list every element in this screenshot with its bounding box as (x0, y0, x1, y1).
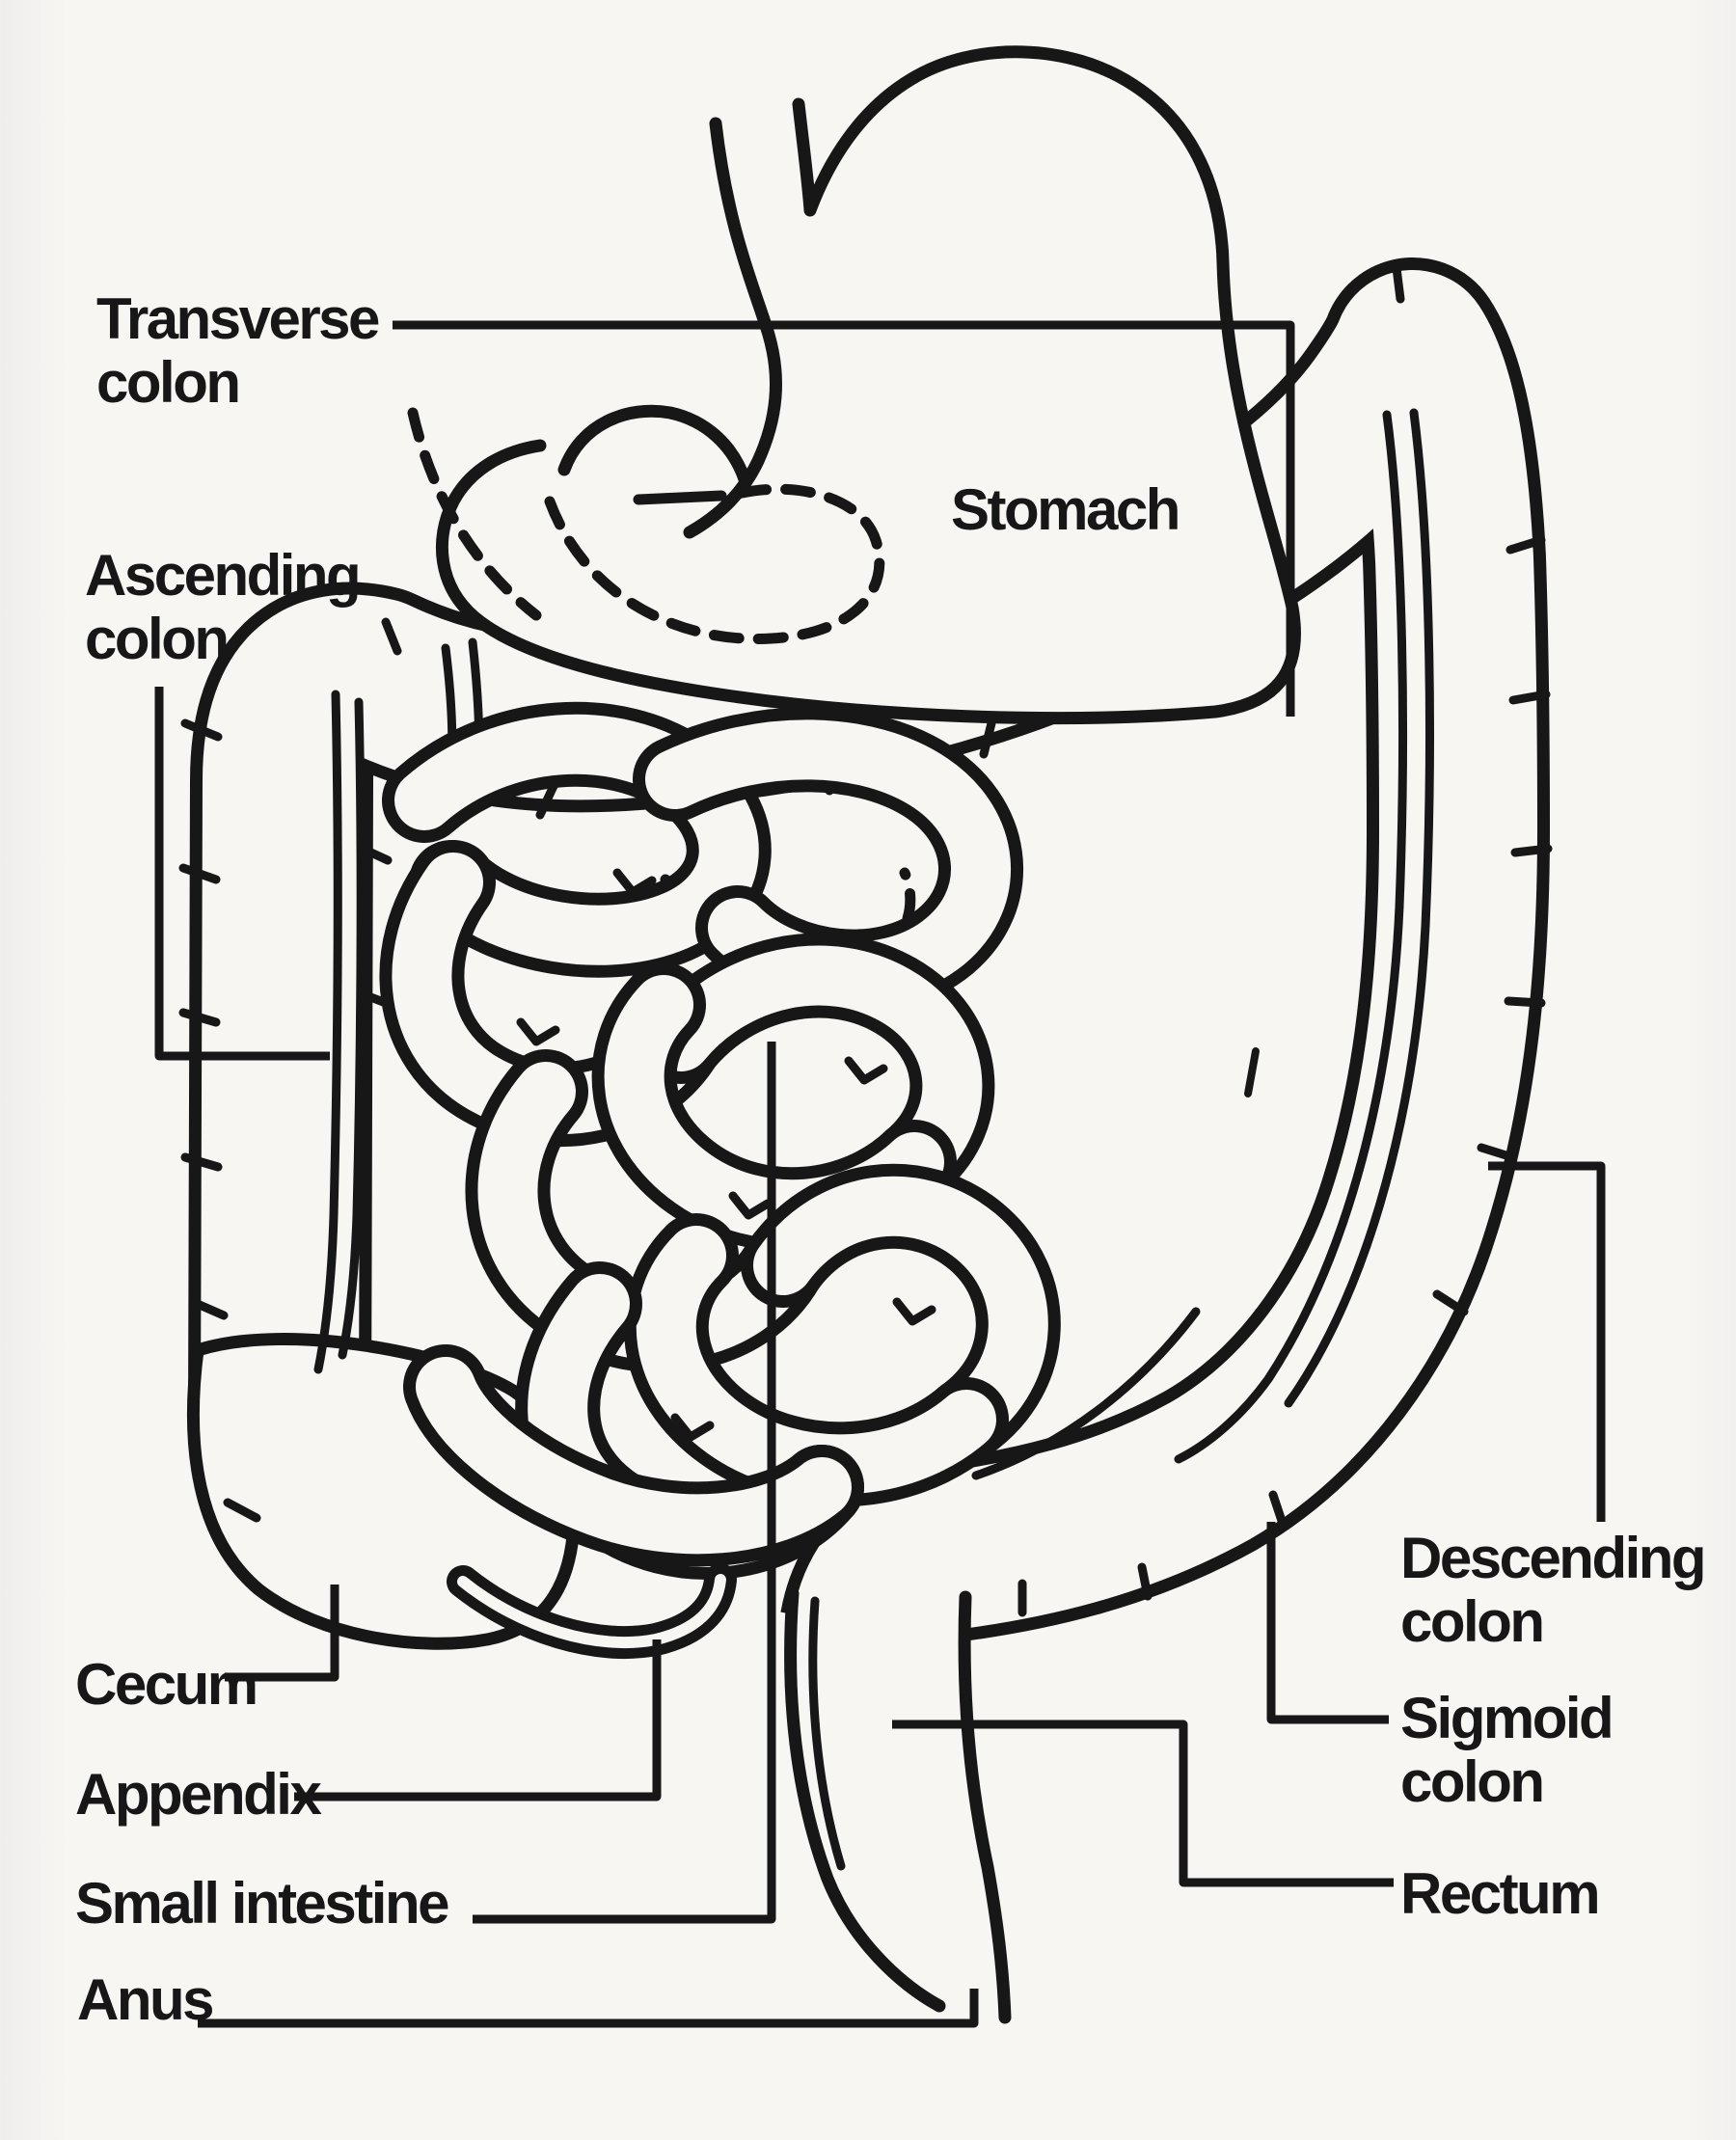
leader-descending-colon (1488, 1161, 1606, 1522)
pylorus-hook (557, 404, 751, 486)
duodenum-dashed-loop (544, 483, 885, 644)
sigmoid-colon-inner-line (971, 1307, 1201, 1480)
label-small-intestine: Small intestine (75, 1871, 449, 1936)
leader-ascending-colon (154, 687, 330, 1061)
intestine-fold-ticks (516, 868, 936, 1442)
leader-transverse-colon (393, 320, 1295, 717)
leader-anus (198, 1989, 979, 2028)
ascending-colon-taenia-line (313, 690, 342, 1374)
descending-colon-dash-detail (1244, 1047, 1260, 1097)
rectum-left-wall (784, 1586, 946, 2013)
leader-rectum (892, 1720, 1394, 1887)
stomach-body (442, 51, 1295, 718)
leader-cecum (225, 1585, 339, 1682)
descending-colon-taenia-line-2 (1284, 408, 1434, 1408)
label-anus: Anus (77, 1967, 215, 2032)
label-appendix: Appendix (75, 1762, 322, 1827)
rectum-right-wall (958, 1590, 1012, 2024)
small-intestine-coils (379, 701, 1061, 1580)
leader-sigmoid-colon (1266, 1522, 1389, 1724)
label-rectum: Rectum (1400, 1861, 1601, 1926)
esophagus-stomach-outline (436, 45, 1301, 725)
label-transverse-colon: Transverse colon (96, 286, 380, 415)
label-cecum: Cecum (75, 1652, 258, 1717)
label-sigmoid-colon: Sigmoid colon (1400, 1686, 1614, 1814)
rectum-inner-line (808, 1596, 846, 1871)
label-descending-colon: Descending colon (1400, 1526, 1707, 1654)
appendix-tube-interior (457, 1574, 726, 1648)
leader-small-intestine (473, 1042, 776, 1924)
esophagus-left-line (683, 117, 782, 539)
leader-lines (154, 320, 1606, 2028)
label-stomach: Stomach (951, 477, 1180, 542)
descending-colon-taenia-line (1174, 410, 1408, 1464)
cardia-fold-line (633, 490, 727, 505)
label-ascending-colon: Ascending colon (85, 543, 362, 671)
leader-appendix (294, 1639, 662, 1801)
ascending-colon-taenia-line-2 (338, 697, 366, 1360)
